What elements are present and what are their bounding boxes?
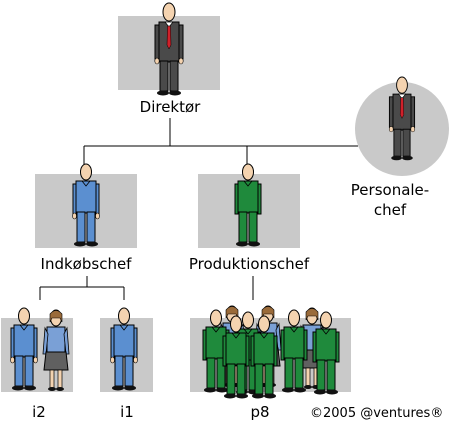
personnel-label-line2: chef — [373, 201, 407, 219]
i1-label: i1 — [120, 403, 134, 421]
connector-lines — [39, 118, 358, 300]
director-label: Direktør — [139, 98, 201, 116]
p8-label: p8 — [250, 403, 270, 421]
copyright-text: ©2005 @ventures® — [310, 406, 444, 421]
production-label: Produktionschef — [188, 255, 310, 273]
i2-label: i2 — [32, 403, 46, 421]
personnel-label: Personale- chef — [351, 180, 429, 220]
personnel-label-line1: Personale- — [350, 181, 430, 199]
purchasing-label: Indkøbschef — [40, 255, 132, 273]
